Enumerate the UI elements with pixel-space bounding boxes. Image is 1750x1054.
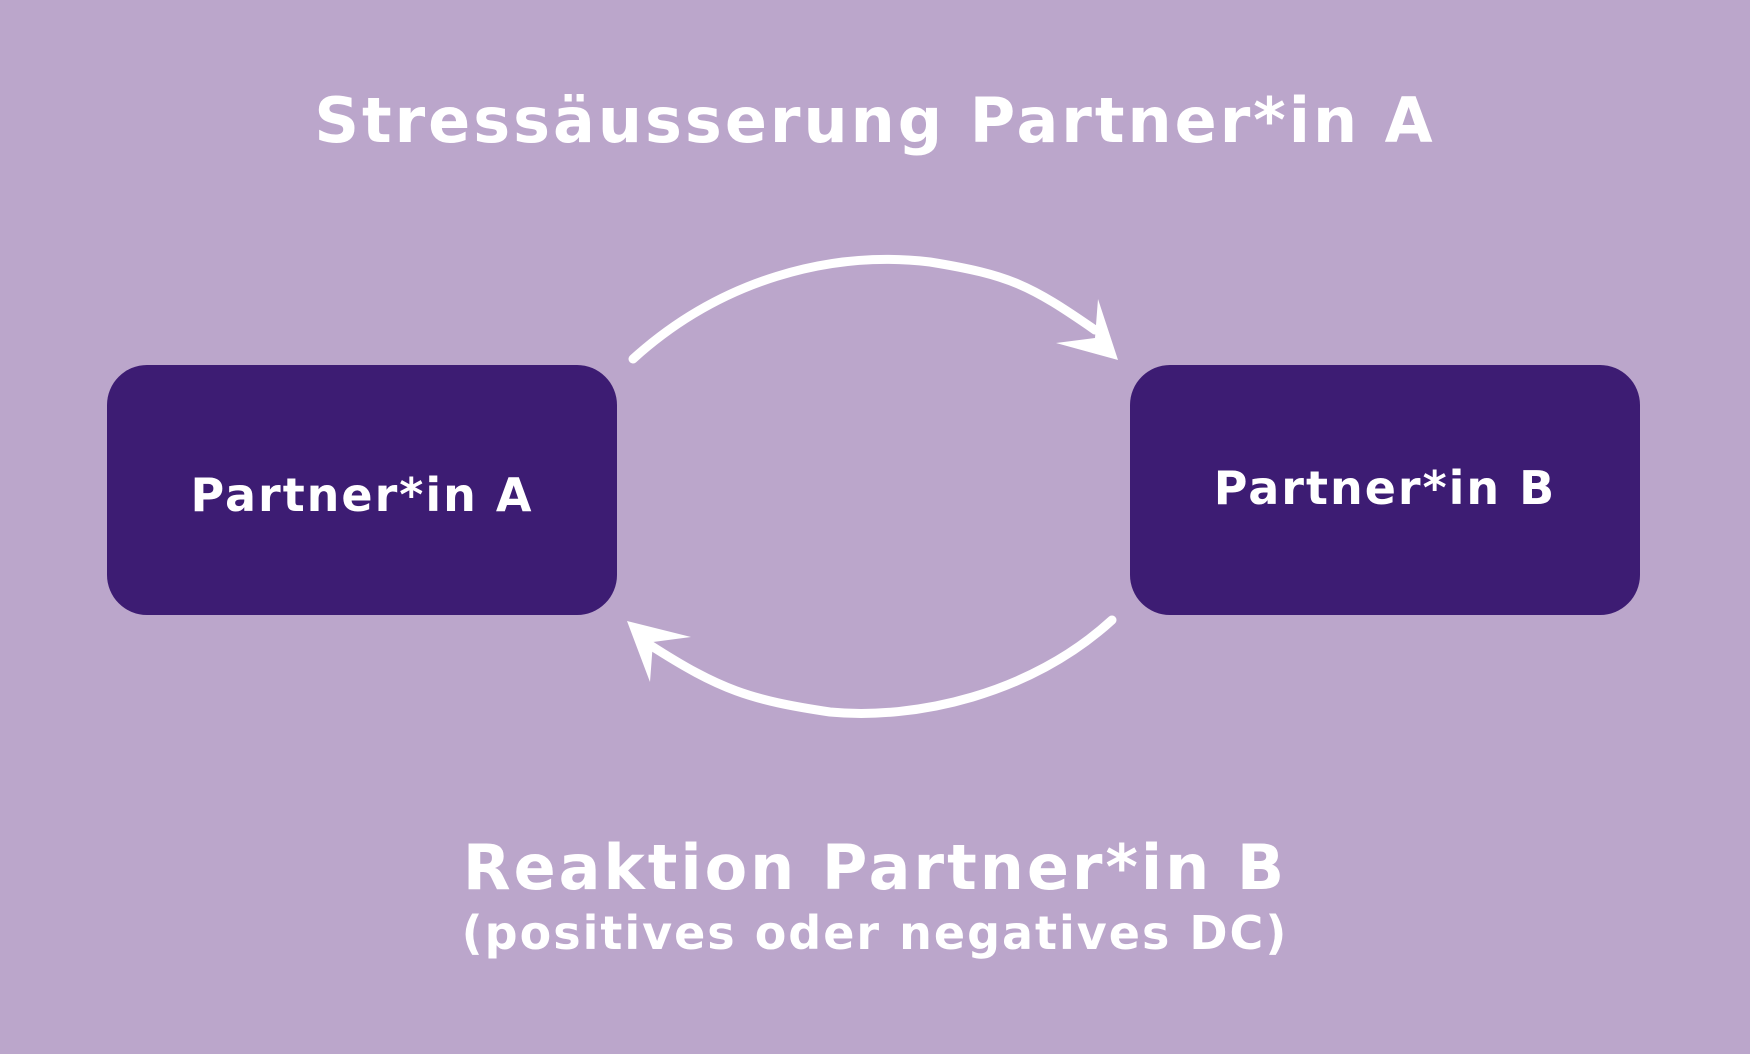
arrowhead-a-to-b: [1056, 299, 1118, 360]
node-partner-a-label: Partner*in A: [190, 468, 534, 522]
arrowhead-b-to-a: [627, 621, 691, 682]
node-partner-b: Partner*in B: [1130, 365, 1640, 615]
top-edge-label: Stressäusserung Partner*in A: [314, 84, 1436, 157]
bottom-edge-label: Reaktion Partner*in B: [462, 831, 1288, 904]
node-partner-b-label: Partner*in B: [1213, 461, 1557, 515]
bottom-edge-sublabel: (positives oder negatives DC): [461, 906, 1289, 960]
arrow-a-to-b: [628, 254, 1100, 364]
arrow-b-to-a: [645, 615, 1117, 718]
node-partner-a: Partner*in A: [107, 365, 617, 615]
